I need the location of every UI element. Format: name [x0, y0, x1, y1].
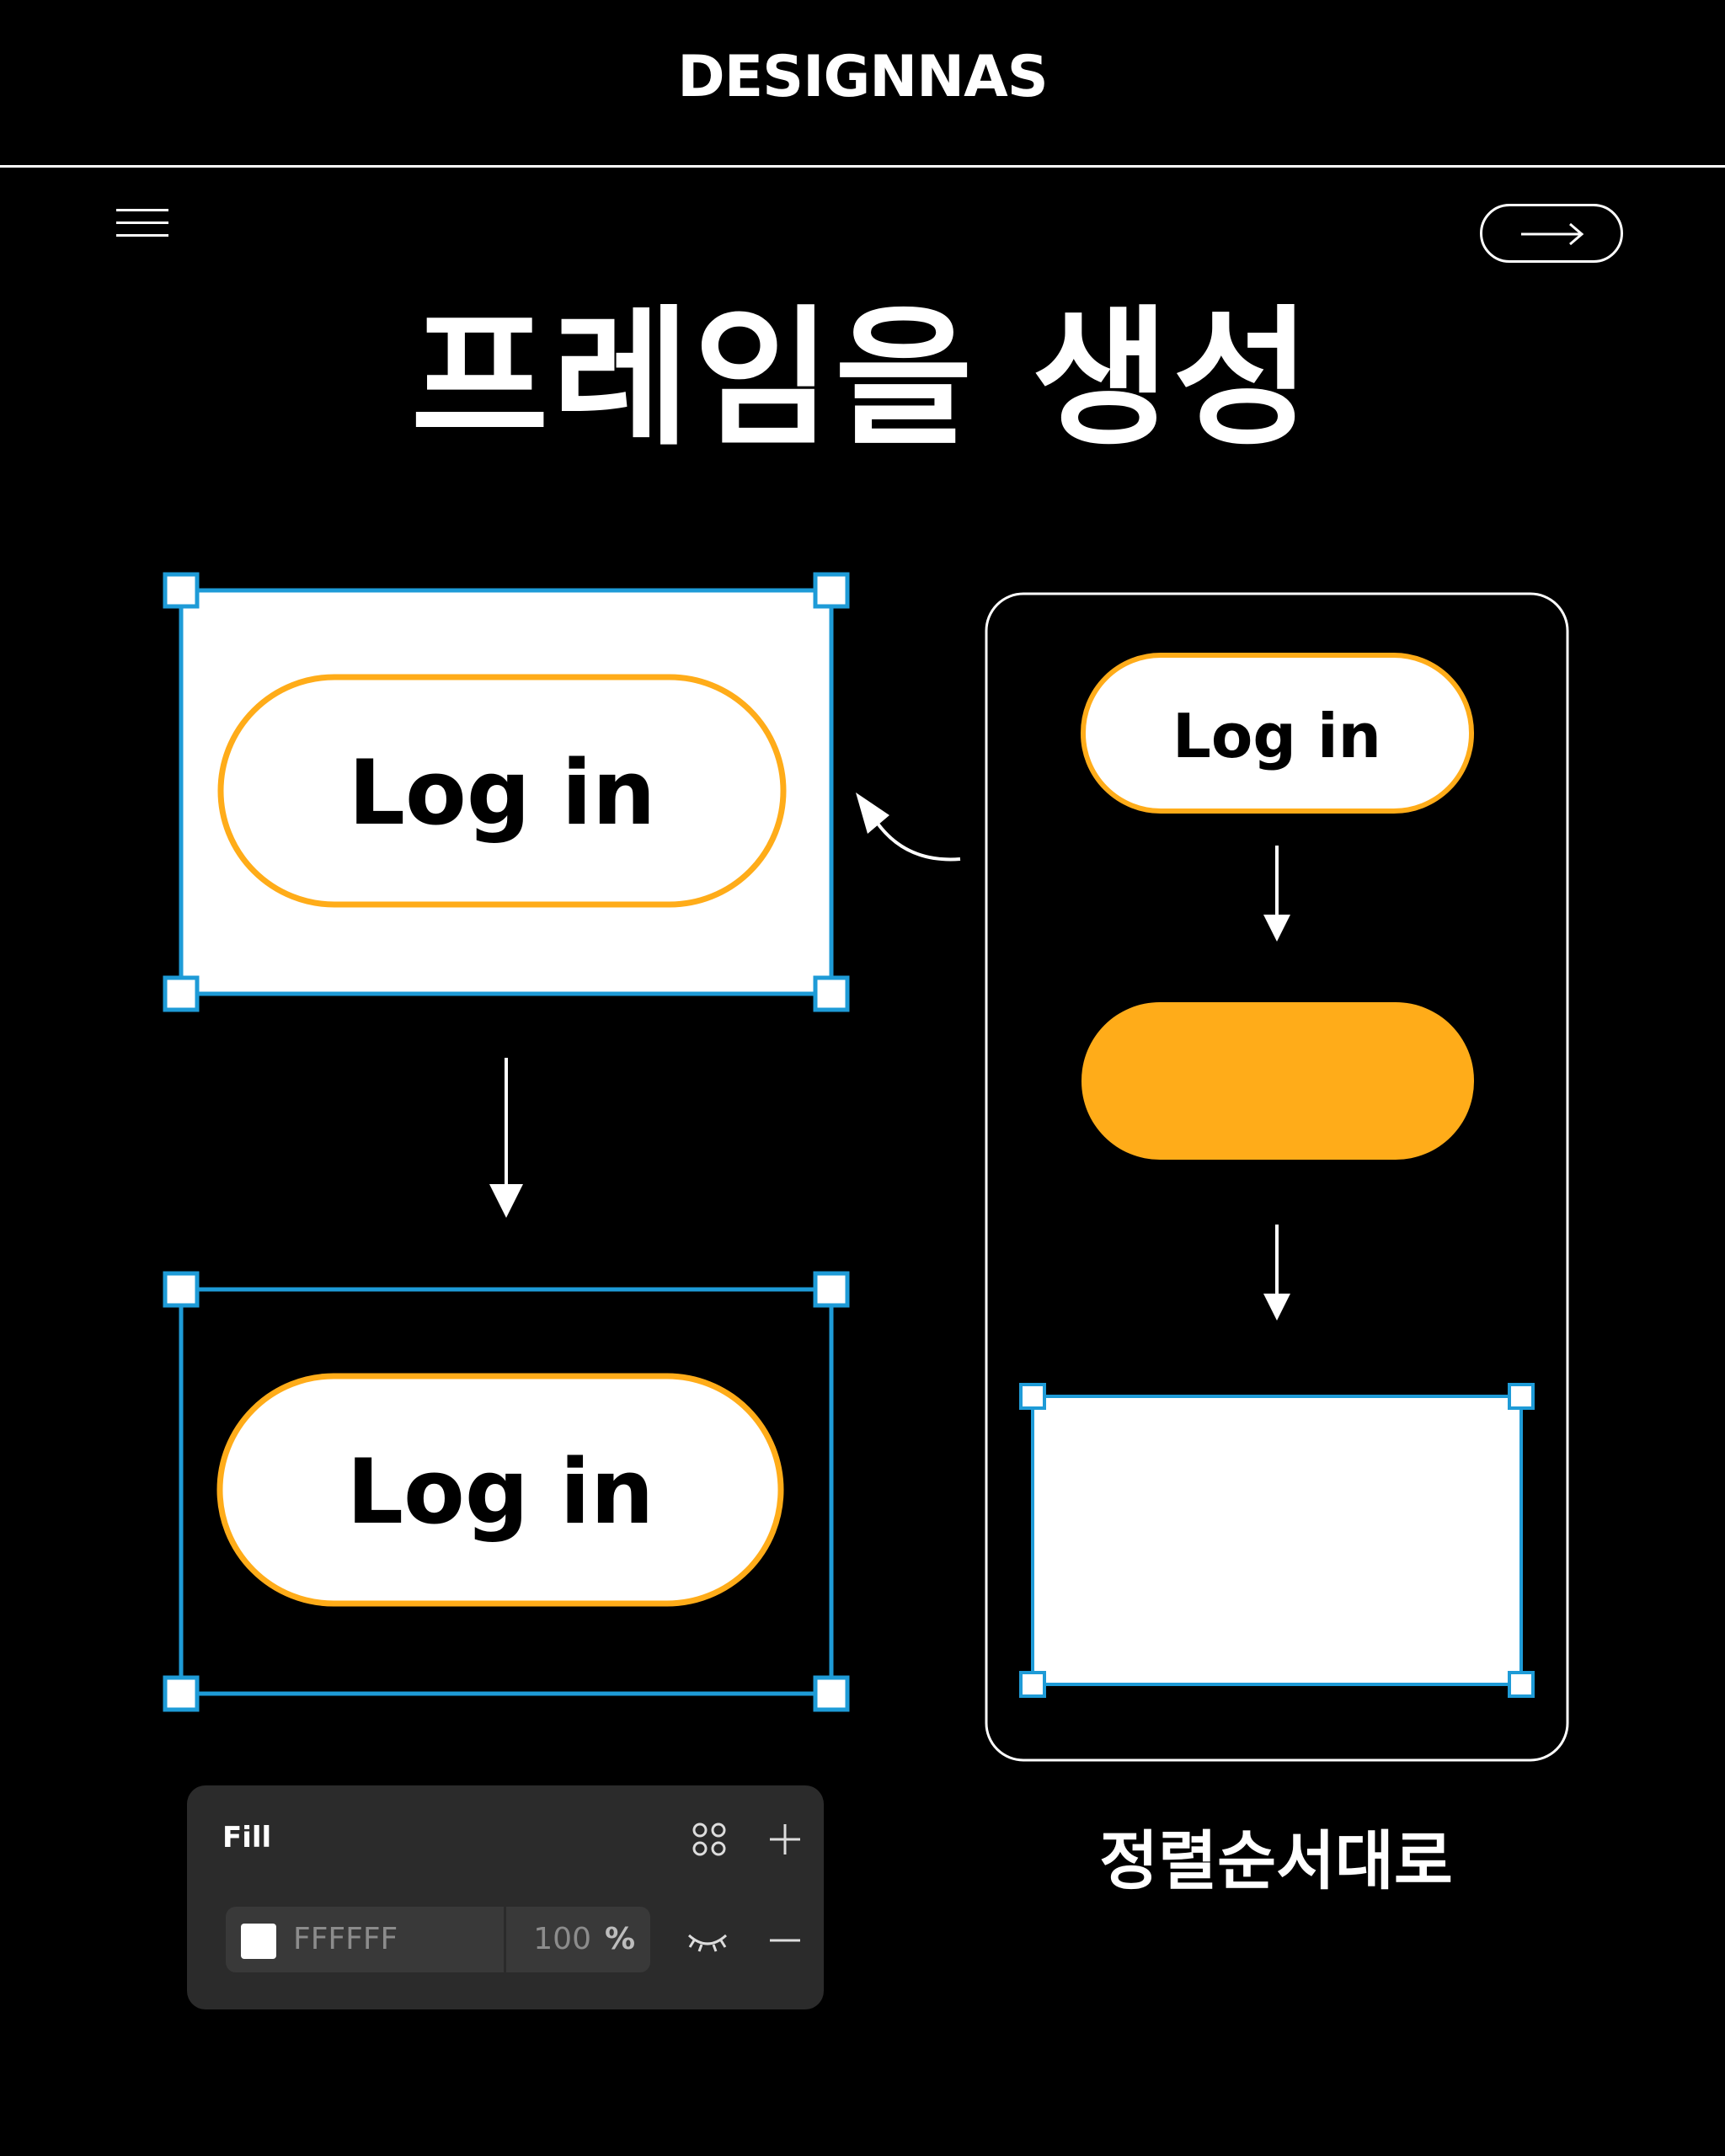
resize-handle[interactable] — [163, 1675, 200, 1712]
fill-properties-panel: Fill FFFFFF 100 % — [187, 1785, 824, 2009]
sort-order-caption: 정렬순서대로 — [1099, 1823, 1453, 1898]
resize-handle[interactable] — [1508, 1383, 1535, 1410]
resize-handle[interactable] — [813, 1271, 850, 1308]
login-button-outline[interactable] — [1081, 653, 1474, 814]
brand-logo: DESIGNNAS — [677, 44, 1048, 110]
resize-handle[interactable] — [1508, 1671, 1535, 1698]
login-button-label: Log in — [1172, 701, 1381, 771]
layer-order-panel: Log in — [985, 592, 1569, 1762]
hex-value-input[interactable]: FFFFFF — [293, 1922, 398, 1956]
resize-handle[interactable] — [1019, 1383, 1046, 1410]
arrow-down-icon — [1263, 846, 1290, 942]
login-button-outline[interactable] — [217, 674, 787, 908]
resize-handle[interactable] — [813, 1675, 850, 1712]
field-divider — [504, 1907, 506, 1972]
header-divider — [0, 165, 1725, 168]
selected-frame-transparent[interactable]: Log in — [163, 1271, 850, 1712]
selected-frame-white[interactable]: Log in — [163, 572, 850, 1012]
color-swatch[interactable] — [241, 1924, 276, 1959]
resize-handle[interactable] — [813, 572, 850, 609]
visibility-eye-closed-icon[interactable] — [686, 1924, 729, 1957]
styles-grid-icon[interactable] — [691, 1821, 728, 1858]
arrow-down-icon — [489, 1058, 523, 1218]
next-button[interactable] — [1480, 204, 1623, 263]
login-button-label: Log in — [349, 741, 656, 845]
resize-handle[interactable] — [1019, 1671, 1046, 1698]
arrow-right-icon — [1521, 222, 1584, 246]
fill-title: Fill — [222, 1821, 272, 1854]
remove-fill-icon[interactable] — [766, 1924, 804, 1957]
resize-handle[interactable] — [163, 975, 200, 1012]
opacity-input[interactable]: 100 — [533, 1922, 591, 1956]
resize-handle[interactable] — [813, 975, 850, 1012]
arrow-down-icon — [1263, 1225, 1290, 1321]
fill-color-field[interactable]: FFFFFF 100 % — [226, 1907, 650, 1972]
resize-handle[interactable] — [163, 572, 200, 609]
page-title: 프레임을 생성 — [410, 291, 1315, 466]
resize-handle[interactable] — [163, 1271, 200, 1308]
hamburger-menu-icon[interactable] — [116, 209, 168, 237]
selected-frame-white[interactable] — [1019, 1383, 1535, 1698]
login-button-outline[interactable] — [216, 1373, 784, 1607]
curved-arrow-icon — [856, 792, 961, 862]
login-button-label: Log in — [347, 1440, 654, 1544]
orange-pill-shape[interactable] — [1081, 1002, 1474, 1160]
percent-unit: % — [605, 1922, 636, 1956]
add-fill-icon[interactable] — [766, 1821, 804, 1858]
